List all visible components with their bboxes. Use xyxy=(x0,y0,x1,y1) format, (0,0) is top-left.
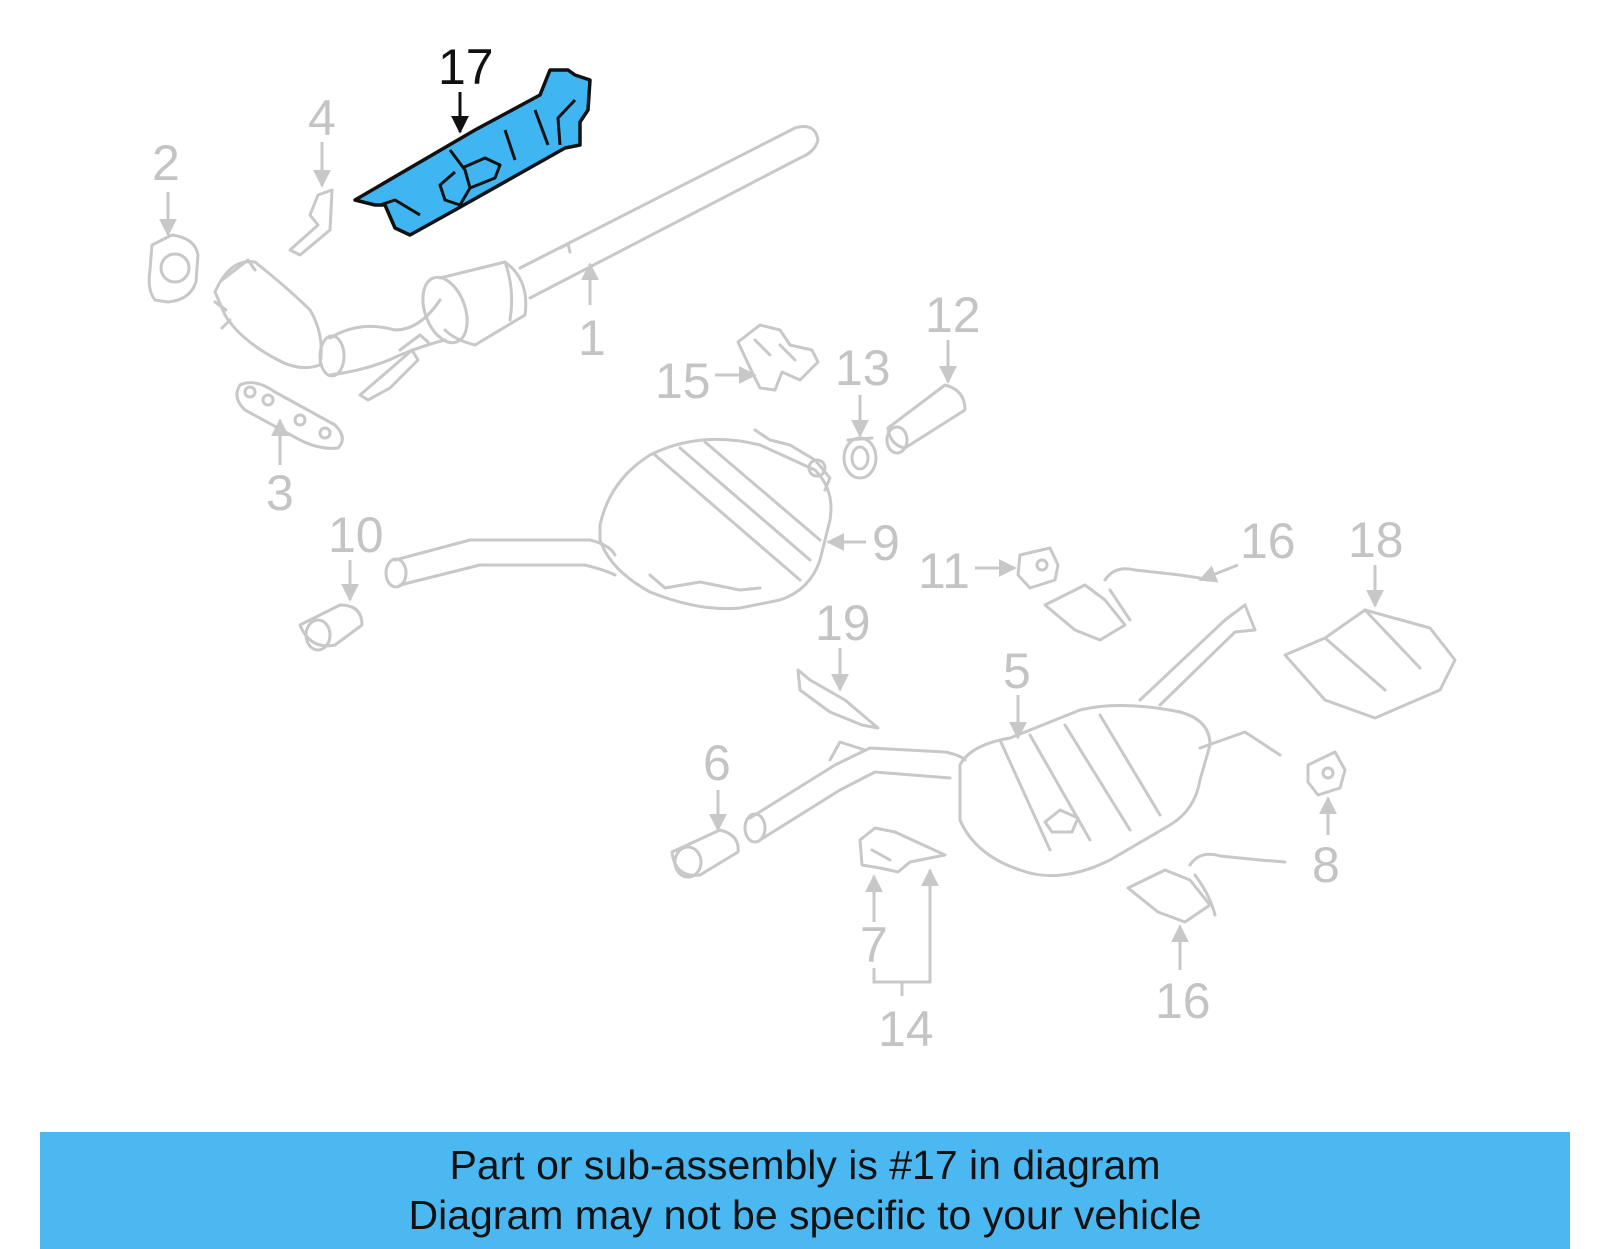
label-11: 11 xyxy=(918,543,970,599)
label-1: 1 xyxy=(578,310,606,366)
part-10-hanger xyxy=(298,603,364,652)
label-7: 7 xyxy=(860,917,888,973)
label-16-lower: 16 xyxy=(1155,973,1211,1029)
part-3-gasket xyxy=(235,381,344,450)
part-5-rear-muffler xyxy=(743,603,1282,878)
part-19-heat-shield xyxy=(796,668,880,730)
label-6: 6 xyxy=(703,735,731,791)
part-2-gasket xyxy=(147,233,200,304)
label-8: 8 xyxy=(1312,837,1340,893)
part-12-tailpipe-tip xyxy=(885,383,967,455)
part-6-hanger xyxy=(670,828,740,879)
part-16-upper xyxy=(1043,567,1202,642)
label-2: 2 xyxy=(152,135,180,191)
label-18: 18 xyxy=(1348,512,1404,568)
label-12: 12 xyxy=(925,287,981,343)
part-17-heat-shield xyxy=(353,68,592,237)
part-9-muffler xyxy=(384,428,833,611)
label-13: 13 xyxy=(835,340,891,396)
part-labels: 2 4 17 1 3 15 12 13 9 10 11 16 18 19 5 6… xyxy=(152,39,1404,1057)
part-16-lower xyxy=(1126,852,1287,924)
info-banner: Part or sub-assembly is #17 in diagram D… xyxy=(40,1132,1570,1249)
label-10: 10 xyxy=(328,507,384,563)
leader-arrows xyxy=(159,92,1384,996)
banner-line-2: Diagram may not be specific to your vehi… xyxy=(408,1192,1202,1238)
label-9: 9 xyxy=(872,515,900,571)
part-15-bracket xyxy=(736,323,820,392)
part-11-hanger xyxy=(1016,546,1060,590)
banner-line-1: Part or sub-assembly is #17 in diagram xyxy=(449,1142,1161,1188)
label-16-upper: 16 xyxy=(1240,513,1296,569)
label-5: 5 xyxy=(1003,643,1031,699)
part-13-clamp xyxy=(842,436,878,480)
label-3: 3 xyxy=(266,465,294,521)
label-19: 19 xyxy=(815,595,871,651)
part-7-14-bracket xyxy=(858,826,947,874)
part-1-front-pipe xyxy=(213,125,820,402)
part-4-bracket xyxy=(288,188,334,257)
label-15: 15 xyxy=(655,353,711,409)
part-18-heat-shield xyxy=(1283,608,1457,720)
label-17: 17 xyxy=(438,39,494,95)
part-8-hanger xyxy=(1306,750,1347,797)
label-14: 14 xyxy=(878,1001,934,1057)
label-4: 4 xyxy=(308,90,336,146)
